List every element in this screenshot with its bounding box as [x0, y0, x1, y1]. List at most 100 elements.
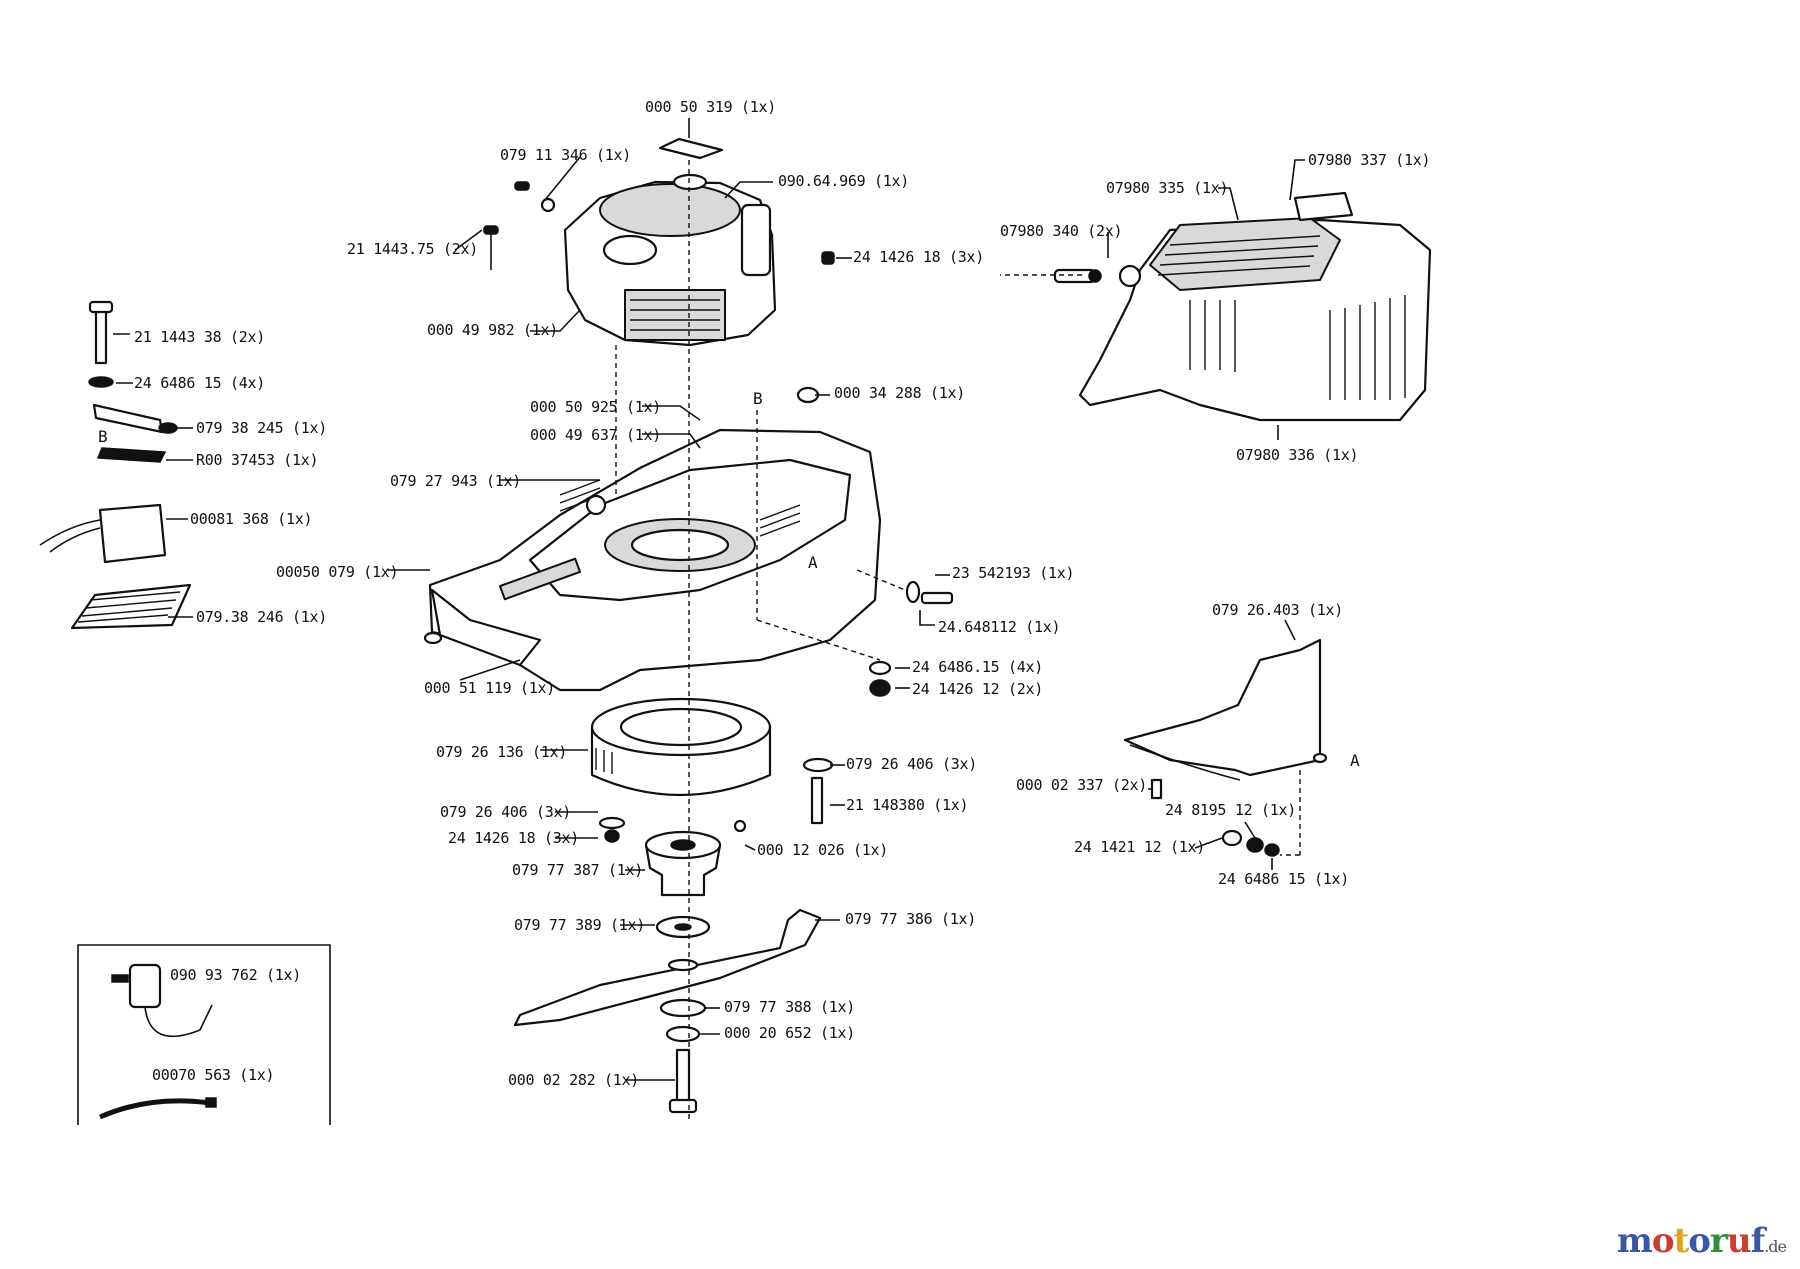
reference-mark: B	[753, 389, 763, 408]
blade-center	[667, 958, 699, 972]
leader-lines	[113, 118, 1305, 1081]
motor-ring-inner	[619, 707, 743, 747]
screw-head-icon	[88, 300, 114, 314]
part-number-label: 079 77 386 (1x)	[845, 910, 976, 928]
rubber-pad	[96, 447, 167, 463]
washer-icon	[1221, 829, 1243, 847]
part-number-label: 24 1426 18 (3x)	[448, 829, 579, 847]
part-number-label: 24 6486.15 (4x)	[912, 658, 1043, 676]
part-number-label: 21 148380 (1x)	[846, 796, 968, 814]
part-number-label: 07980 335 (1x)	[1106, 179, 1228, 197]
part-number-label: 079 26 136 (1x)	[436, 743, 567, 761]
charger-icon	[128, 963, 162, 1009]
part-number-label: 079 26.403 (1x)	[1212, 601, 1343, 619]
part-number-label: 000 20 652 (1x)	[724, 1024, 855, 1042]
watermark-logo: motoruf.de	[1616, 1221, 1787, 1261]
deflector	[1123, 638, 1328, 857]
washer-icon	[88, 376, 114, 388]
part-number-label: 000 02 282 (1x)	[508, 1071, 639, 1089]
part-number-label: 000 12 026 (1x)	[757, 841, 888, 859]
key-icon	[733, 819, 747, 833]
deck-foot	[423, 631, 443, 645]
part-number-label: 24.648112 (1x)	[938, 618, 1060, 636]
part-number-label: 23 542193 (1x)	[952, 564, 1074, 582]
part-number-label: 079 77 387 (1x)	[512, 861, 643, 879]
deck-motor-ring	[630, 528, 730, 562]
part-number-label: 07980 337 (1x)	[1308, 151, 1430, 169]
battery-pack	[98, 503, 167, 564]
part-number-label: 079 77 388 (1x)	[724, 998, 855, 1016]
washer-icon	[598, 816, 626, 830]
nut-icon	[821, 251, 835, 265]
screw-icon	[1150, 778, 1163, 800]
deck-knob	[585, 494, 607, 516]
part-number-label: 00081 368 (1x)	[190, 510, 312, 528]
fuel-cap	[672, 173, 708, 191]
bolt-icon	[810, 776, 824, 825]
engine-assembly	[483, 137, 835, 347]
part-number-label: 21 1443.75 (2x)	[347, 240, 478, 258]
part-number-label: 000 51 119 (1x)	[424, 679, 555, 697]
assembly-axes	[615, 160, 1301, 1120]
air-filter-cover	[658, 137, 724, 160]
screw-icon	[94, 306, 108, 365]
grass-catcher	[1053, 191, 1432, 422]
nut-icon	[869, 679, 891, 697]
blade-adapter	[644, 843, 722, 897]
part-number-label: 24 6486 15 (1x)	[1218, 870, 1349, 888]
lock-washer	[665, 1025, 701, 1043]
blade-stack	[513, 697, 834, 1114]
grille-mat	[70, 583, 192, 630]
part-number-label: 090.64.969 (1x)	[778, 172, 909, 190]
part-number-label: 000 49 982 (1x)	[427, 321, 558, 339]
part-number-label: 24 8195 12 (1x)	[1165, 801, 1296, 819]
part-number-label: 000 34 288 (1x)	[834, 384, 965, 402]
part-number-label: 090 93 762 (1x)	[170, 966, 301, 984]
bolt-icon	[920, 591, 954, 605]
left-parts	[39, 300, 192, 630]
charger-box	[77, 944, 331, 1125]
part-number-label: 079 11 346 (1x)	[500, 146, 631, 164]
nut-icon	[1246, 837, 1264, 853]
mower-deck	[423, 386, 954, 697]
part-number-label: 079 38 245 (1x)	[196, 419, 327, 437]
deflector-flap	[1123, 638, 1322, 777]
part-number-label: 000 49 637 (1x)	[530, 426, 661, 444]
part-number-label: 24 1426 18 (3x)	[853, 248, 984, 266]
nut-icon	[1264, 843, 1280, 857]
part-number-label: 00070 563 (1x)	[152, 1066, 274, 1084]
nut-icon	[604, 829, 620, 843]
part-number-label: 000 02 337 (2x)	[1016, 776, 1147, 794]
part-number-label: 079.38 246 (1x)	[196, 608, 327, 626]
part-number-label: 079 26 406 (3x)	[440, 803, 571, 821]
part-number-label: 00050 079 (1x)	[276, 563, 398, 581]
charger-box-frame	[77, 944, 331, 1125]
watermark-text: motoruf	[1616, 1221, 1765, 1261]
bolt-icon	[514, 181, 530, 191]
part-number-label: 079 26 406 (3x)	[846, 755, 977, 773]
watermark-suffix: .de	[1764, 1237, 1787, 1256]
reference-mark: A	[1350, 751, 1360, 770]
washer-icon	[802, 757, 834, 773]
adapter-hub	[670, 839, 696, 851]
engine-filter-housing	[740, 203, 772, 277]
engine-label-plate	[602, 234, 658, 266]
part-labels: 000 50 319 (1x) 079 11 346 (1x) 090.64.9…	[98, 98, 1431, 1089]
mower-blade	[513, 908, 822, 1027]
part-number-label: 07980 340 (2x)	[1000, 222, 1122, 240]
cable-plug	[205, 1097, 217, 1108]
part-number-label: R00 37453 (1x)	[196, 451, 318, 469]
part-number-label: 000 50 925 (1x)	[530, 398, 661, 416]
catcher-knob	[1118, 264, 1142, 288]
part-number-label: 24 1421 12 (1x)	[1074, 838, 1205, 856]
part-number-label: 000 50 319 (1x)	[645, 98, 776, 116]
part-number-label: 21 1443 38 (2x)	[134, 328, 265, 346]
reference-mark: B	[98, 427, 108, 446]
deck-handle-slot	[499, 557, 581, 601]
washer-icon	[1088, 269, 1102, 283]
spacer-hole	[674, 923, 692, 931]
part-number-label: 24 1426 12 (2x)	[912, 680, 1043, 698]
hinge-pin	[1312, 752, 1328, 764]
part-number-label: 07980 336 (1x)	[1236, 446, 1358, 464]
